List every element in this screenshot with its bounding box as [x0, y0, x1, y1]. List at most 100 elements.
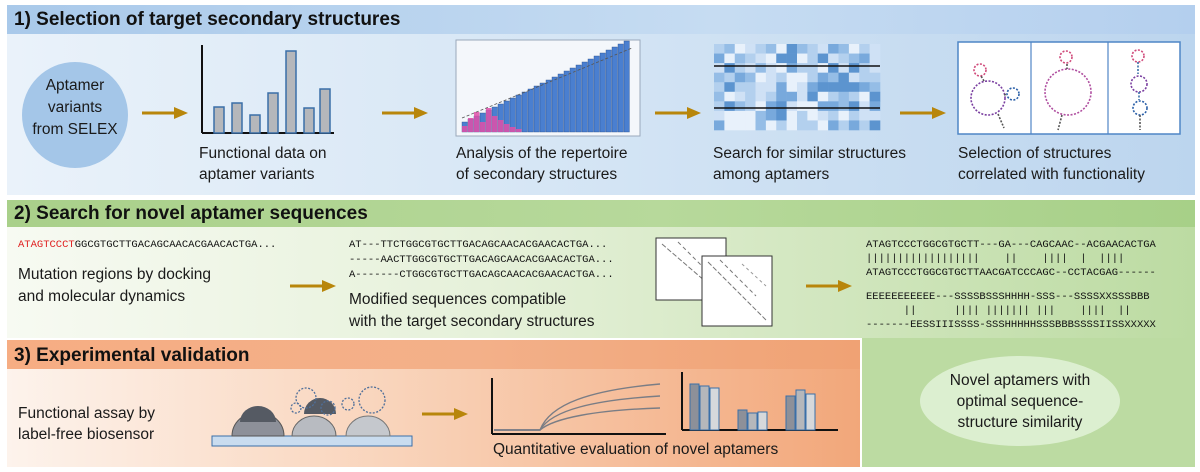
heatmap-cell — [817, 44, 829, 54]
heatmap-cell — [765, 120, 777, 131]
step-search-line-1: Search for similar structures — [713, 145, 906, 162]
heatmap-cell — [817, 63, 829, 73]
heatmap-cell — [734, 53, 746, 64]
modified-label-line-1: Modified sequences compatible — [349, 291, 567, 308]
arrow-icon — [900, 107, 946, 119]
trend-line — [461, 47, 633, 119]
heatmap-cell — [724, 82, 736, 93]
histogram-bar — [533, 85, 540, 133]
heatmap-cell — [714, 72, 725, 83]
heatmap-cell — [734, 63, 746, 73]
arrow-icon — [290, 280, 336, 292]
heatmap-cell — [786, 72, 798, 83]
heatmap-cell — [745, 110, 756, 121]
heatmap-cell — [848, 91, 860, 102]
heatmap-cell — [807, 91, 819, 102]
arrow-icon — [806, 280, 852, 292]
section-search-panel — [7, 200, 1195, 338]
heatmap-cell — [859, 72, 870, 83]
heatmap-cell — [869, 101, 881, 112]
section-1-title: 1) Selection of target secondary structu… — [14, 9, 401, 30]
heatmap-cell — [859, 82, 870, 93]
binding-curves-chart — [491, 378, 666, 435]
heatmap-cell — [714, 110, 725, 121]
heatmap-cell — [859, 91, 870, 102]
heatmap-cell — [755, 53, 767, 64]
heatmap-cell — [838, 53, 850, 64]
structure-line-1: EEEEEEEEEEE---SSSSBSSSHHHH-SSS---SSSSXXS… — [866, 291, 1150, 303]
section-2-title: 2) Search for novel aptamer sequences — [14, 203, 368, 224]
heatmap-cell — [797, 82, 808, 93]
heatmap-cell — [817, 101, 829, 112]
mutation-label-line-1: Mutation regions by docking — [18, 266, 212, 283]
heatmap-cell — [724, 53, 736, 64]
heatmap-cell — [745, 44, 756, 54]
step-selection-line-2: correlated with functionality — [958, 166, 1145, 183]
heatmap-cell — [807, 120, 819, 131]
heatmap-cell — [848, 82, 860, 93]
heatmap-cell — [848, 101, 860, 112]
heatmap-cell — [859, 63, 870, 73]
heatmap-cell — [797, 53, 808, 64]
heatmap-cell — [848, 72, 860, 83]
heatmap-cell — [797, 44, 808, 54]
functional-data-bar-chart — [201, 45, 334, 134]
heatmap-cell — [734, 44, 746, 54]
alignment-line-1: ATAGTCCCTGGCGTGCTT---GA---CAGCAAC--ACGAA… — [866, 239, 1156, 251]
alignment-line-2: |||||||||||||||||| || |||| | |||| — [866, 253, 1125, 265]
heatmap-cell — [817, 82, 829, 93]
heatmap-cell — [714, 120, 725, 131]
step-repertoire-line-1: Analysis of the repertoire — [456, 145, 628, 162]
original-sequence: ATAGTCCCTGGCGTGCTTGACAGCAACACGAACACTGA..… — [18, 239, 276, 253]
histogram-bar — [539, 82, 546, 133]
heatmap-cell — [817, 91, 829, 102]
heatmap-cell — [807, 53, 819, 64]
heatmap-cell — [776, 110, 787, 121]
heatmap-cell — [755, 72, 767, 83]
heatmap-cell — [776, 63, 787, 73]
heatmap-cell — [859, 120, 870, 131]
heatmap-cell — [755, 101, 767, 112]
heatmap-cell — [734, 120, 746, 131]
heatmap-cell — [838, 120, 850, 131]
heatmap-cell — [776, 120, 787, 131]
heatmap-cell — [848, 44, 860, 54]
histogram-bar — [551, 76, 558, 133]
bubble-line-3: from SELEX — [32, 121, 118, 138]
heatmap-cell — [807, 72, 819, 83]
heatmap-cell — [745, 91, 756, 102]
heatmap-cell — [776, 72, 787, 83]
histogram-bar — [557, 73, 564, 133]
heatmap-cell — [797, 91, 808, 102]
heatmap-cell — [859, 53, 870, 64]
heatmap-cell — [859, 101, 870, 112]
histogram-overlay-bar — [516, 129, 522, 132]
aligned-seq-3: A-------CTGGCGTGCTTGACAGCAACACGAACACTGA.… — [349, 269, 614, 281]
heatmap-cell — [786, 120, 798, 131]
heatmap-cell — [797, 120, 808, 131]
histogram-overlay-bar — [462, 126, 468, 132]
heatmap-cell — [755, 91, 767, 102]
heatmap-cell — [714, 63, 725, 73]
heatmap-cell — [869, 91, 881, 102]
heatmap-cell — [724, 120, 736, 131]
heatmap-cell — [714, 91, 725, 102]
assay-label-line-2: label-free biosensor — [18, 426, 155, 443]
heatmap-cell — [817, 110, 829, 121]
alignment-line-3: ATAGTCCCTGGCGTGCTTAACGATCCCAGC--CCTACGAG… — [866, 267, 1156, 279]
heatmap-cell — [776, 101, 787, 112]
heatmap-cell — [838, 91, 850, 102]
heatmap-cell — [724, 91, 736, 102]
mutation-label-line-2: and molecular dynamics — [18, 288, 186, 305]
heatmap-cell — [828, 101, 839, 112]
heatmap-cell — [765, 63, 777, 73]
heatmap-cell — [828, 91, 839, 102]
heatmap-cell — [765, 53, 777, 64]
result-line-2: optimal sequence- — [956, 393, 1084, 410]
selex-bubble — [22, 62, 128, 168]
histogram-bar — [587, 58, 594, 133]
histogram-bar — [509, 97, 516, 133]
heatmap-cell — [724, 101, 736, 112]
heatmap-cell — [786, 82, 798, 93]
step-selection-line-1: Selection of structures — [958, 145, 1112, 162]
